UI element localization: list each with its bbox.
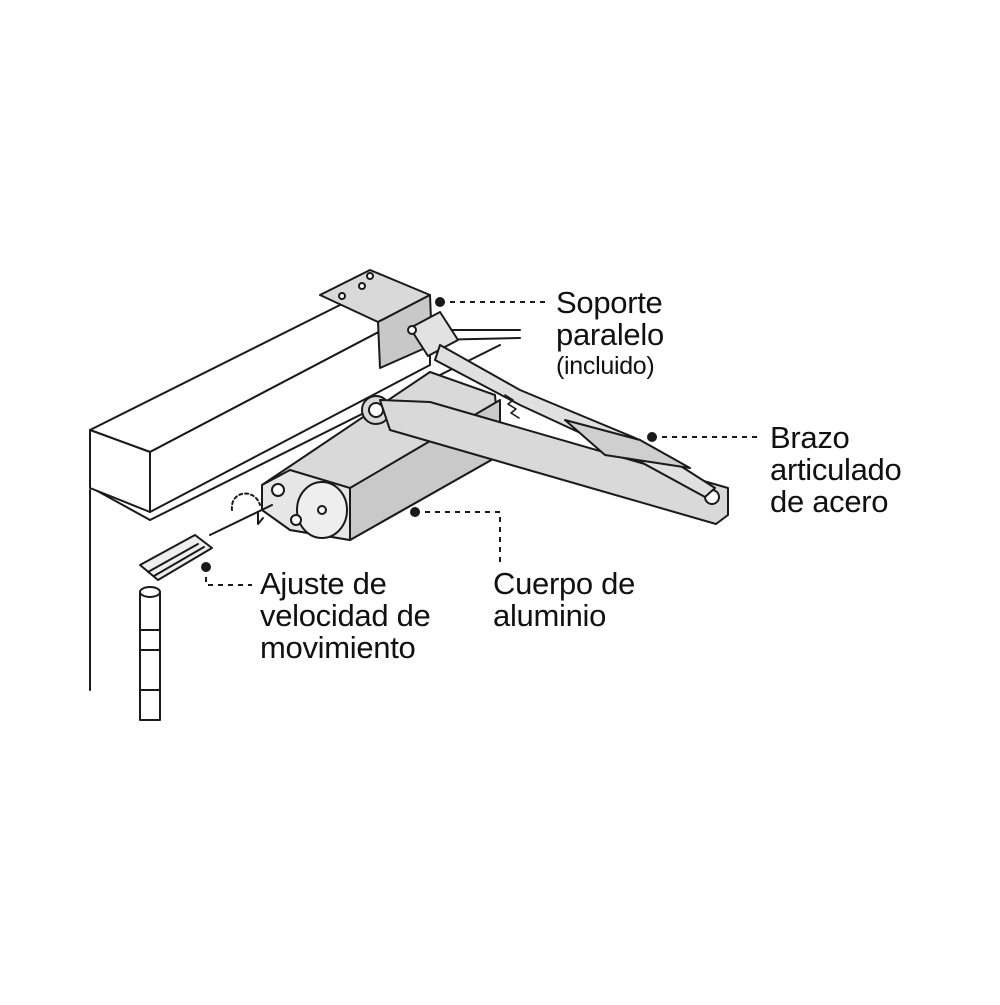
label-soporte-line1: Soporte bbox=[556, 285, 663, 320]
label-cuerpo-aluminio: Cuerpo de aluminio bbox=[493, 568, 635, 632]
callout-dot-soporte bbox=[435, 297, 445, 307]
label-soporte-line3: (incluido) bbox=[556, 352, 655, 380]
callout-dot-cuerpo bbox=[410, 507, 420, 517]
callout-dots bbox=[201, 297, 657, 572]
label-ajuste-line1: Ajuste de bbox=[260, 566, 387, 601]
label-brazo-articulado: Brazo articulado de acero bbox=[770, 420, 902, 519]
label-brazo-line2: articulado bbox=[770, 452, 902, 487]
label-soporte-paralelo: Soporte paralelo (incluido) bbox=[556, 287, 664, 381]
label-ajuste-velocidad: Ajuste de velocidad de movimiento bbox=[260, 566, 431, 665]
parallel-bracket bbox=[319, 269, 459, 369]
label-brazo-line1: Brazo bbox=[770, 420, 850, 455]
label-ajuste-line2: velocidad de bbox=[260, 598, 431, 633]
label-brazo-line3: de acero bbox=[770, 484, 889, 519]
label-cuerpo-line1: Cuerpo de bbox=[493, 566, 636, 601]
rotation-arrow bbox=[230, 492, 264, 525]
label-cuerpo-line2: aluminio bbox=[493, 598, 607, 633]
callout-dot-brazo bbox=[647, 432, 657, 442]
label-soporte-line2: paralelo bbox=[556, 317, 664, 352]
steel-arm bbox=[361, 344, 729, 525]
hinge-pin bbox=[139, 586, 161, 721]
callout-dot-ajuste bbox=[201, 562, 211, 572]
door-head-beam bbox=[89, 289, 521, 513]
label-ajuste-line3: movimiento bbox=[260, 630, 416, 665]
screwdriver bbox=[139, 504, 273, 581]
callout-lines bbox=[205, 301, 760, 586]
